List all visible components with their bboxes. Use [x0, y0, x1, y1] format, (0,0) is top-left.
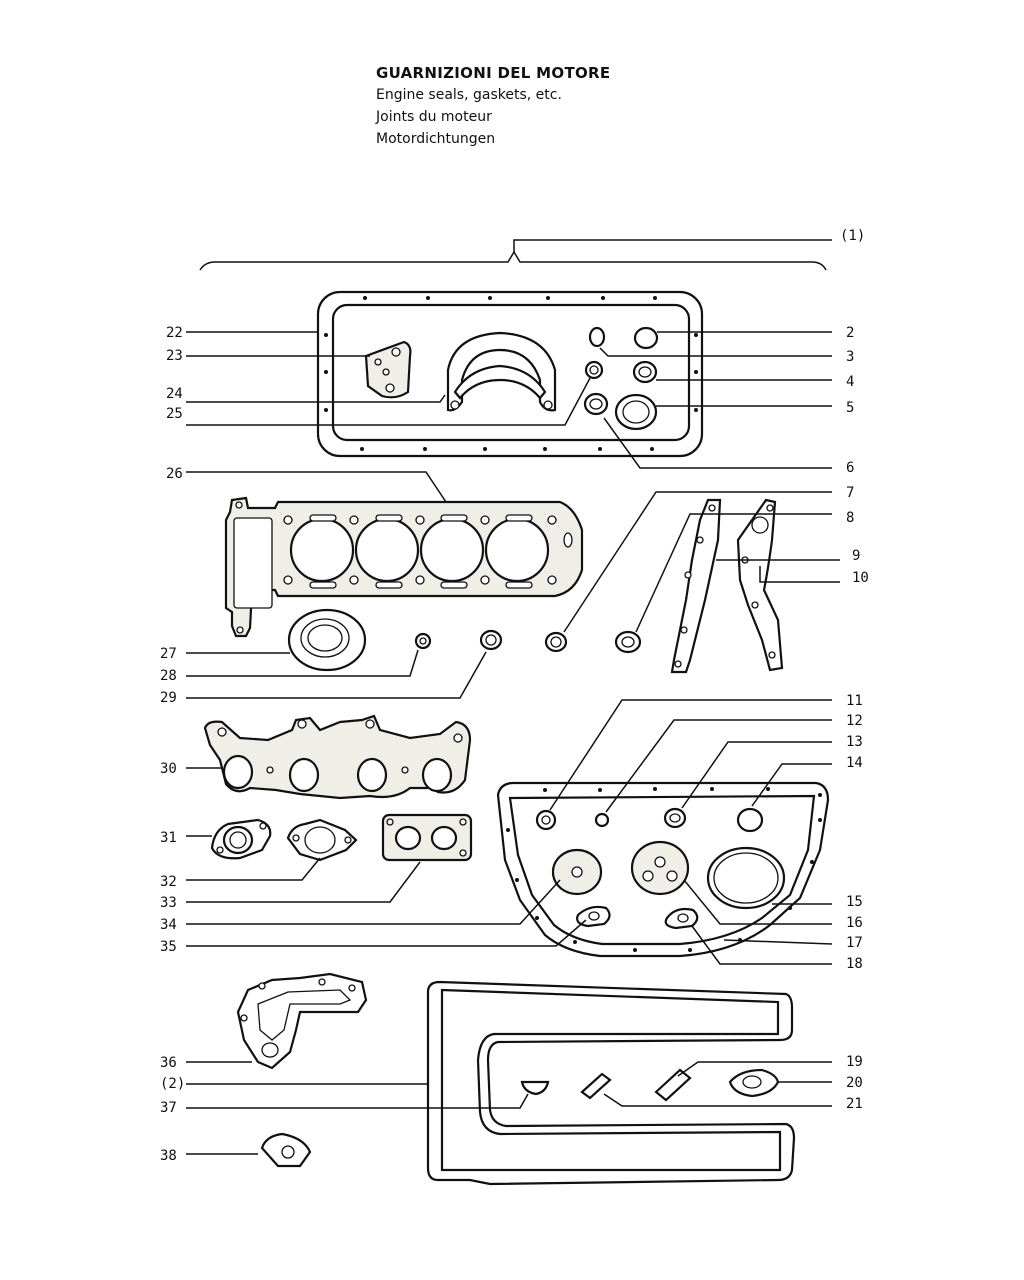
callout-16: 16: [846, 915, 863, 931]
callout-2-bracket: (2): [160, 1076, 185, 1092]
callout-15: 15: [846, 894, 863, 910]
callout-37: 37: [160, 1100, 177, 1116]
small-o-rings: [414, 629, 642, 654]
small-seals-lower: [260, 1068, 780, 1168]
callout-27: 27: [160, 646, 177, 662]
timing-cover-gaskets: [670, 498, 784, 674]
subtitle-english: Engine seals, gaskets, etc.: [376, 87, 562, 103]
callout-7: 7: [846, 485, 854, 501]
callout-12: 12: [846, 713, 863, 729]
header: GUARNIZIONI DEL MOTORE Engine seals, gas…: [376, 62, 610, 150]
cover-plate-gasket: [364, 340, 412, 399]
callout-31: 31: [160, 830, 177, 846]
page-title: GUARNIZIONI DEL MOTORE: [376, 64, 611, 82]
callout-1: (1): [840, 228, 865, 244]
rocker-cover-seal: [426, 980, 796, 1186]
callout-33: 33: [160, 895, 177, 911]
callout-32: 32: [160, 874, 177, 890]
subtitle-german: Motordichtungen: [376, 131, 496, 147]
callout-36: 36: [160, 1055, 177, 1071]
callout-11: 11: [846, 693, 863, 709]
callout-8: 8: [846, 510, 854, 526]
callout-5: 5: [846, 400, 854, 416]
callout-10: 10: [852, 570, 869, 586]
callout-22: 22: [166, 325, 183, 341]
callout-38: 38: [160, 1148, 177, 1164]
callout-6: 6: [846, 460, 854, 476]
leader-lines: [186, 331, 840, 1155]
water-pump-gasket: [236, 972, 368, 1070]
callout-9: 9: [852, 548, 860, 564]
manifold-gasket: [203, 714, 472, 800]
callout-28: 28: [160, 668, 177, 684]
callout-labels: (1) 2 3 4 5 6 7 8 9 10 11 12 13 14 15 16…: [160, 228, 869, 1164]
callout-35: 35: [160, 939, 177, 955]
flange-gaskets: [210, 813, 473, 862]
callout-23: 23: [166, 348, 183, 364]
callout-25: 25: [166, 406, 183, 422]
seal-rings-upper: [583, 326, 659, 431]
bearing-cap-gasket: [446, 331, 557, 412]
callout-24: 24: [166, 386, 183, 402]
callout-26: 26: [166, 466, 183, 482]
callout-21: 21: [846, 1096, 863, 1112]
sump-gasket: [496, 781, 830, 958]
callout-29: 29: [160, 690, 177, 706]
crankshaft-seal: [287, 608, 367, 672]
callout-4: 4: [846, 374, 854, 390]
cylinder-head-gasket: [224, 496, 584, 638]
callout-34: 34: [160, 917, 177, 933]
callout-17: 17: [846, 935, 863, 951]
callout-20: 20: [846, 1075, 863, 1091]
callout-14: 14: [846, 755, 863, 771]
callout-30: 30: [160, 761, 177, 777]
subtitle-french: Joints du moteur: [376, 109, 492, 125]
callout-13: 13: [846, 734, 863, 750]
callout-2: 2: [846, 325, 854, 341]
set-bracket: [199, 239, 832, 271]
callout-18: 18: [846, 956, 863, 972]
callout-3: 3: [846, 349, 854, 365]
callout-19: 19: [846, 1054, 863, 1070]
